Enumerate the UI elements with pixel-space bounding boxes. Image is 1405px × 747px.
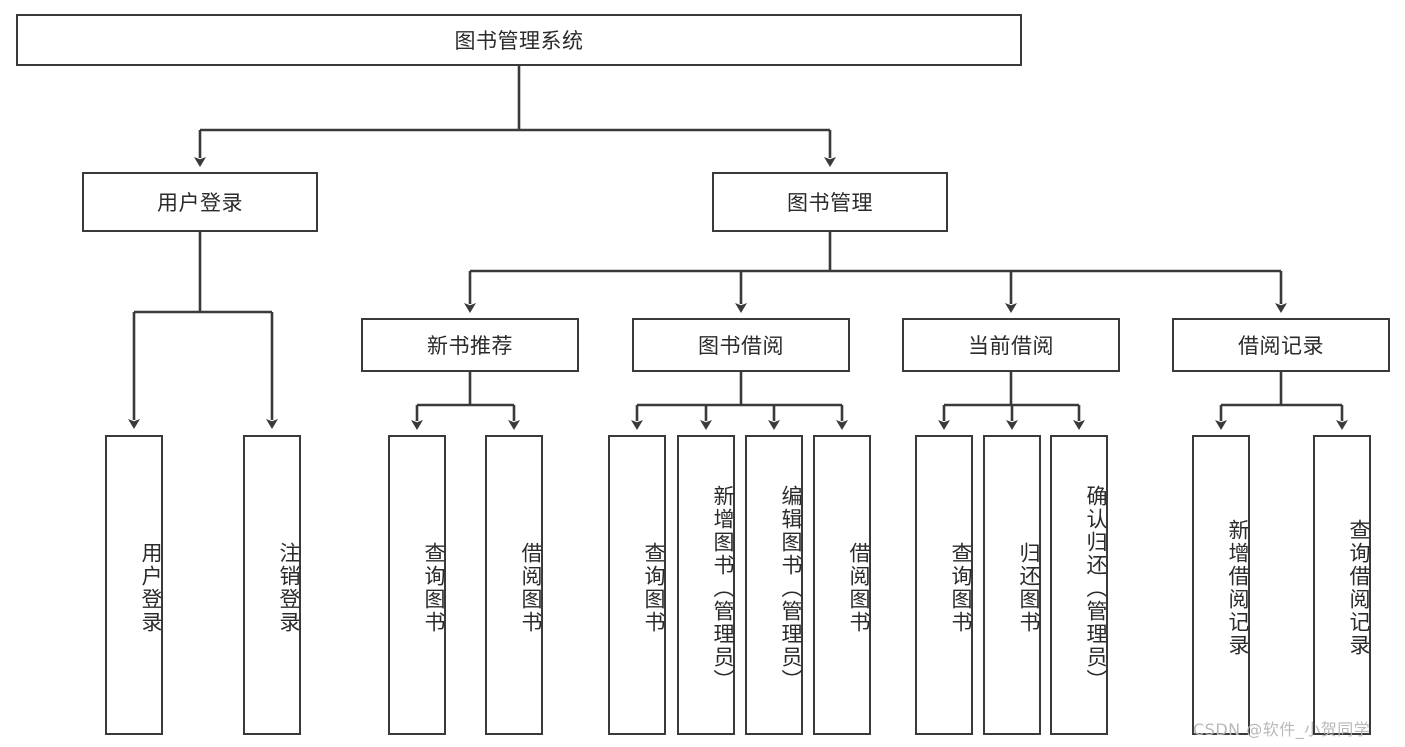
node-book-management-label: 图书管理 bbox=[787, 191, 873, 215]
leaf-query-borrow-record-label: 查询借阅记录 bbox=[1347, 519, 1371, 657]
leaf-add-borrow-record[interactable]: 新增借阅记录 bbox=[1192, 435, 1250, 735]
leaf-query-book-rec[interactable]: 查询图书 bbox=[388, 435, 446, 735]
leaf-query-book-rec-label: 查询图书 bbox=[422, 542, 446, 634]
leaf-return-book-label: 归还图书 bbox=[1017, 542, 1041, 634]
leaf-user-login-label: 用户登录 bbox=[139, 542, 163, 634]
leaf-user-logout[interactable]: 注销登录 bbox=[243, 435, 301, 735]
leaf-borrow-book-label: 借阅图书 bbox=[847, 542, 871, 634]
leaf-user-logout-label: 注销登录 bbox=[277, 542, 301, 634]
leaf-borrow-book[interactable]: 借阅图书 bbox=[813, 435, 871, 735]
leaf-query-book-borrow-label: 查询图书 bbox=[642, 542, 666, 634]
leaf-confirm-return-admin[interactable]: 确认归还（管理员） bbox=[1050, 435, 1108, 735]
node-book-borrow-label: 图书借阅 bbox=[698, 334, 784, 358]
node-borrow-record-label: 借阅记录 bbox=[1238, 334, 1324, 358]
leaf-add-borrow-record-label: 新增借阅记录 bbox=[1226, 519, 1250, 657]
node-user-login[interactable]: 用户登录 bbox=[82, 172, 318, 232]
node-user-login-label: 用户登录 bbox=[157, 191, 243, 215]
leaf-query-book-current[interactable]: 查询图书 bbox=[915, 435, 973, 735]
root-node-label: 图书管理系统 bbox=[454, 29, 584, 53]
node-new-book-recommend[interactable]: 新书推荐 bbox=[361, 318, 579, 372]
node-new-book-recommend-label: 新书推荐 bbox=[427, 334, 513, 358]
watermark: CSDN @软件_小贺同学 bbox=[1193, 720, 1371, 739]
node-current-borrow-label: 当前借阅 bbox=[968, 334, 1054, 358]
node-book-management[interactable]: 图书管理 bbox=[712, 172, 948, 232]
leaf-confirm-return-admin-label: 确认归还（管理员） bbox=[1084, 484, 1108, 692]
leaf-return-book[interactable]: 归还图书 bbox=[983, 435, 1041, 735]
leaf-borrow-book-rec[interactable]: 借阅图书 bbox=[485, 435, 543, 735]
leaf-add-book-admin[interactable]: 新增图书（管理员） bbox=[677, 435, 735, 735]
leaf-query-book-borrow[interactable]: 查询图书 bbox=[608, 435, 666, 735]
node-book-borrow[interactable]: 图书借阅 bbox=[632, 318, 850, 372]
leaf-query-borrow-record[interactable]: 查询借阅记录 bbox=[1313, 435, 1371, 735]
root-node[interactable]: 图书管理系统 bbox=[16, 14, 1022, 66]
node-current-borrow[interactable]: 当前借阅 bbox=[902, 318, 1120, 372]
leaf-user-login[interactable]: 用户登录 bbox=[105, 435, 163, 735]
leaf-borrow-book-rec-label: 借阅图书 bbox=[519, 542, 543, 634]
leaf-edit-book-admin-label: 编辑图书（管理员） bbox=[779, 484, 803, 692]
node-borrow-record[interactable]: 借阅记录 bbox=[1172, 318, 1390, 372]
leaf-add-book-admin-label: 新增图书（管理员） bbox=[711, 484, 735, 692]
leaf-edit-book-admin[interactable]: 编辑图书（管理员） bbox=[745, 435, 803, 735]
leaf-query-book-current-label: 查询图书 bbox=[949, 542, 973, 634]
